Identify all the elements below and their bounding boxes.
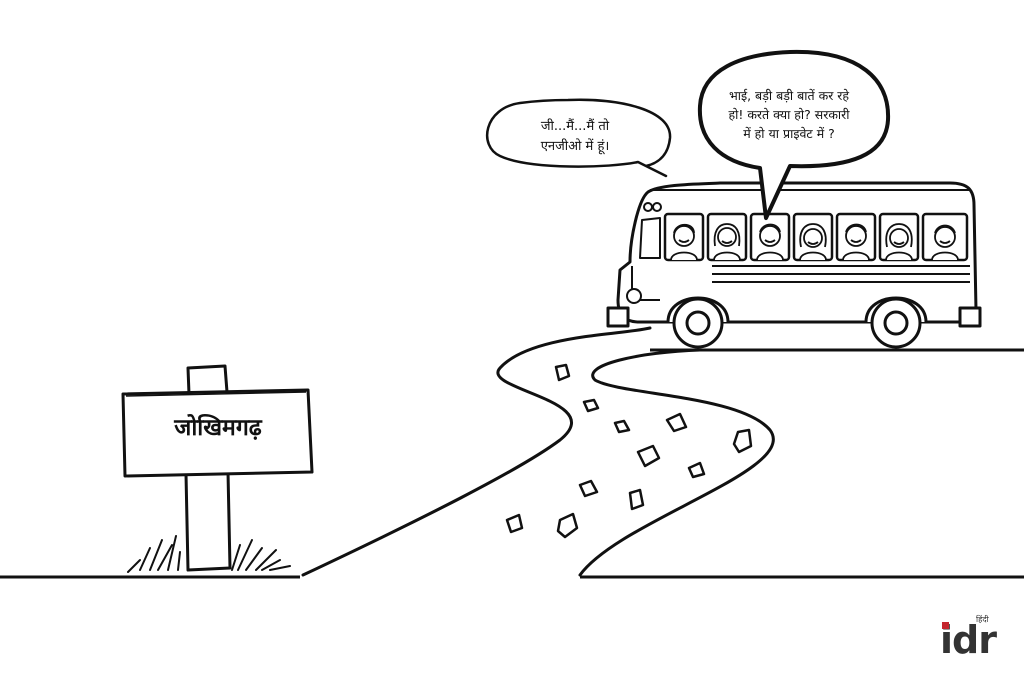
speech-bubble-big [697,49,891,220]
rock [636,444,661,468]
bus-wheel-hub [883,310,909,336]
passenger-face [842,223,870,261]
bubble-line: में हो या प्राइवेट में ? [743,126,835,141]
logo-text: idr [940,618,997,662]
school-bus [606,181,982,349]
rock [613,419,631,434]
sign-label: जोखिमगढ़ [174,415,262,441]
sign-board [121,388,314,478]
bus-front-bumper [606,306,630,328]
bus-wheel-hub [685,310,711,336]
headlight [626,288,642,304]
rock [554,363,571,382]
rock [582,398,600,413]
bubble-line: भाई, बड़ी बड़ी बातें कर रहे [728,88,850,103]
idr-logo: idr हिंदी [940,614,1000,664]
bubble-line: एनजीओ में हूं। [540,139,610,154]
signpost-pole [184,470,232,572]
logo-subtext: हिंदी [976,615,989,624]
bubble-line: हो! करते क्या हो? सरकारी [728,107,850,122]
rock [732,428,753,454]
rock [505,513,524,534]
grass-tuft [127,535,291,573]
signpost-top [186,364,229,396]
bus-front-light [643,202,653,212]
rock [687,461,706,479]
bus-passengers [670,223,959,261]
signpost [121,364,314,572]
rock [578,479,599,498]
speech-bubble-small-text: जी...मैं...मैं तो एनजीओ में हूं। [500,117,650,157]
winding-road [301,326,775,577]
speech-bubble-small [485,98,672,178]
passenger-face [931,224,959,261]
logo-red-dot [942,622,949,629]
bus-front-window [639,217,661,259]
rock [556,512,579,539]
rock [665,412,688,433]
rock [628,488,645,511]
passenger-face [799,223,827,261]
road-rocks [505,363,753,539]
bus-stripes [712,265,970,283]
passenger-face [670,223,698,261]
bus-front-light [652,202,662,212]
passenger-face [885,223,913,261]
passenger-face [756,223,784,261]
bubble-line: जी...मैं...मैं तो [540,119,610,134]
passenger-face [713,223,741,261]
speech-bubble-big-text: भाई, बड़ी बड़ी बातें कर रहे हो! करते क्य… [705,86,873,143]
bus-rear-bumper [958,306,982,328]
